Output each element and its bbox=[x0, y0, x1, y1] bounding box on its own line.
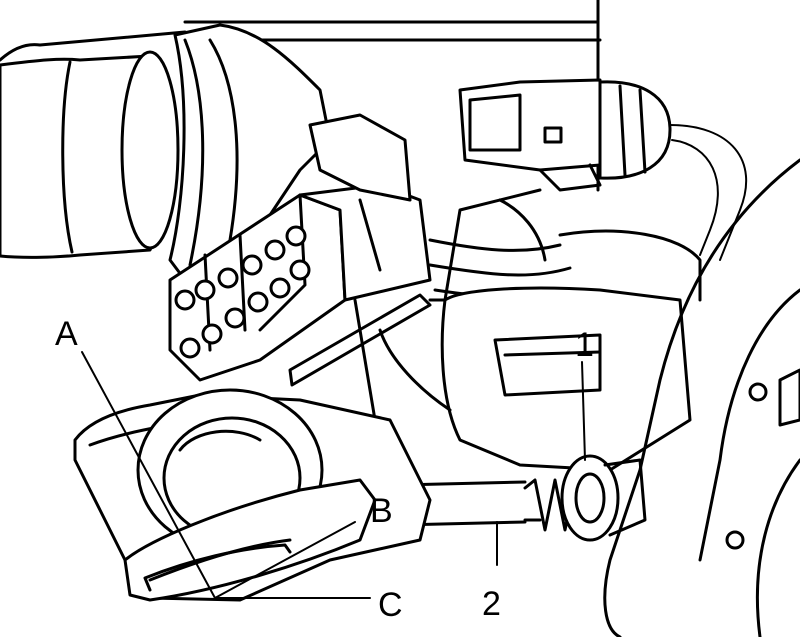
label-b: B bbox=[370, 492, 393, 530]
label-2: 2 bbox=[482, 585, 501, 623]
multi-pin-connector bbox=[168, 113, 432, 387]
label-1: 1 bbox=[575, 326, 594, 364]
leader-lines bbox=[81, 351, 586, 599]
column-housing bbox=[168, 23, 332, 302]
mounting-bracket bbox=[603, 158, 800, 637]
connector-pins bbox=[174, 225, 311, 359]
label-c: C bbox=[378, 586, 403, 624]
ignition-key bbox=[123, 478, 377, 602]
lock-housing bbox=[353, 229, 702, 472]
plug-connector bbox=[458, 78, 748, 261]
label-a: A bbox=[55, 315, 78, 353]
shift-lock-rod bbox=[398, 454, 647, 542]
wiring-harness bbox=[428, 188, 582, 302]
steering-column-tube bbox=[0, 30, 187, 259]
